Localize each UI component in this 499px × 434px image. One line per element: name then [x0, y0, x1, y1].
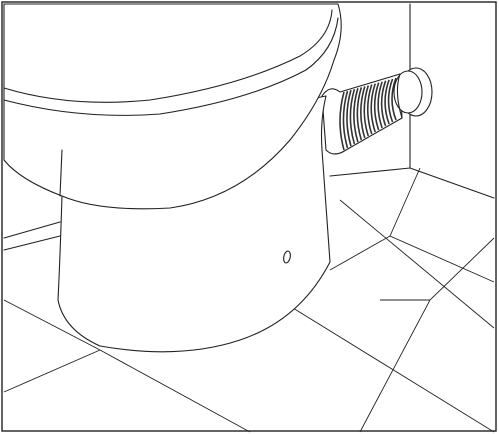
floor-tiles	[3, 167, 495, 433]
pipe-end-seam	[396, 73, 403, 119]
pipe-rib	[391, 77, 397, 121]
pipe-rib	[380, 80, 387, 127]
tile-seam-3	[279, 299, 495, 433]
pedestal-side-edge	[59, 149, 63, 197]
corrugated-pipe-icon	[339, 77, 397, 151]
wall-floor-junction	[329, 167, 495, 199]
bowl-rim-inner-line	[3, 17, 339, 116]
pipe-rib	[370, 83, 376, 133]
bowl-rim-line	[3, 9, 333, 103]
tile-seam-2	[3, 349, 101, 393]
pipe-rib	[353, 88, 359, 143]
pipe-rib	[342, 90, 349, 149]
pipe-rib	[339, 91, 345, 151]
pipe-rib	[384, 79, 390, 125]
pipe-rib	[346, 89, 352, 147]
pipe-rib	[366, 84, 373, 135]
pipe-rib	[363, 85, 370, 137]
pipe-rib	[349, 88, 356, 145]
pipe-rib	[387, 78, 394, 123]
toilet-bowl	[3, 3, 342, 210]
tile-seam-4	[339, 199, 495, 329]
mounting-hole-icon	[283, 250, 291, 264]
toilet-bowl-icon	[3, 3, 342, 353]
pipe-collar	[393, 70, 423, 114]
pipe-rib	[373, 82, 380, 131]
pipe-rib	[360, 86, 366, 139]
pipe-rib	[377, 81, 383, 129]
baseboard-left	[3, 235, 61, 251]
tile-seam-6	[329, 235, 391, 271]
wall-floor-junction-left	[3, 221, 61, 239]
drain-pipe	[321, 67, 433, 155]
pipe-rib	[356, 87, 363, 141]
